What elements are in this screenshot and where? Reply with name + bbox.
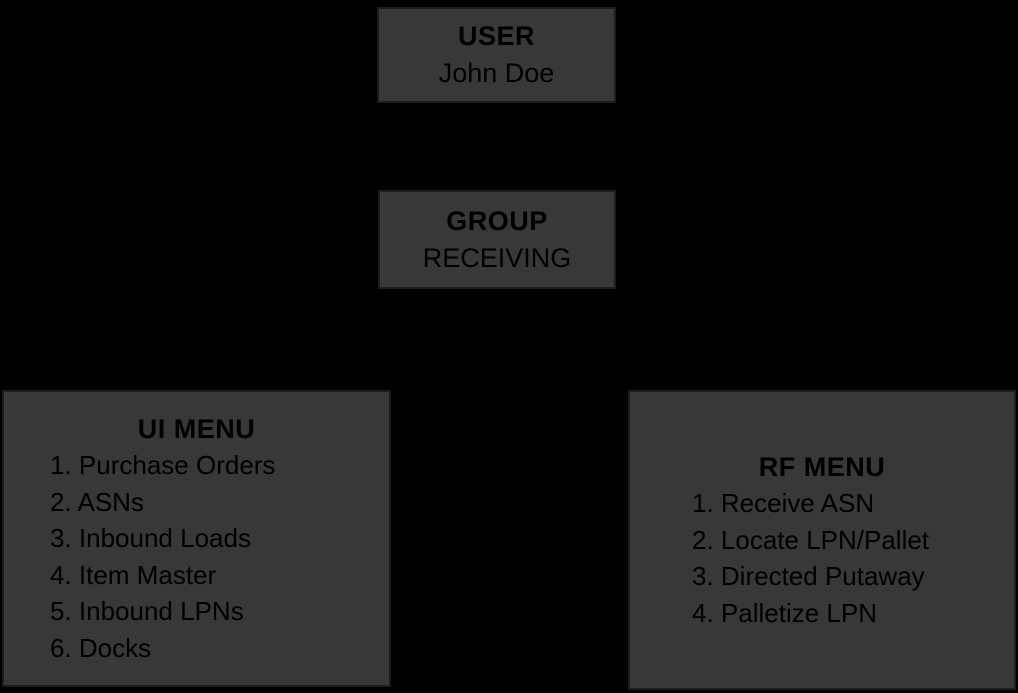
rf-menu-title: RF MENU <box>758 451 886 482</box>
rf-menu-item: 1. Receive ASN <box>692 488 875 519</box>
user-node: USER John Doe <box>377 7 616 103</box>
rf-menu-item: 2. Locate LPN/Pallet <box>692 524 930 555</box>
group-node: GROUP RECEIVING <box>378 190 616 289</box>
ui-menu-item: 3. Inbound Loads <box>50 523 251 554</box>
rf-menu-item: 3. Directed Putaway <box>692 561 925 592</box>
ui-menu-item: 6. Docks <box>50 632 152 663</box>
ui-menu-item: 2. ASNs <box>50 486 144 517</box>
ui-menu-item: 5. Inbound LPNs <box>50 596 244 627</box>
ui-menu-list: 1. Purchase Orders 2. ASNs 3. Inbound Lo… <box>4 447 389 666</box>
group-node-title: GROUP <box>446 205 548 236</box>
ui-menu-item: 1. Purchase Orders <box>50 450 276 481</box>
rf-menu-list: 1. Receive ASN 2. Locate LPN/Pallet 3. D… <box>630 485 1014 631</box>
rf-menu-item: 4. Palletize LPN <box>692 597 877 628</box>
ui-menu-title: UI MENU <box>137 413 256 444</box>
rf-menu-node: RF MENU 1. Receive ASN 2. Locate LPN/Pal… <box>628 390 1016 690</box>
user-node-title: USER <box>457 21 535 51</box>
ui-menu-node: UI MENU 1. Purchase Orders 2. ASNs 3. In… <box>2 390 391 687</box>
ui-menu-item: 4. Item Master <box>50 559 217 590</box>
group-node-value: RECEIVING <box>422 242 572 273</box>
user-node-value: John Doe <box>438 58 555 88</box>
